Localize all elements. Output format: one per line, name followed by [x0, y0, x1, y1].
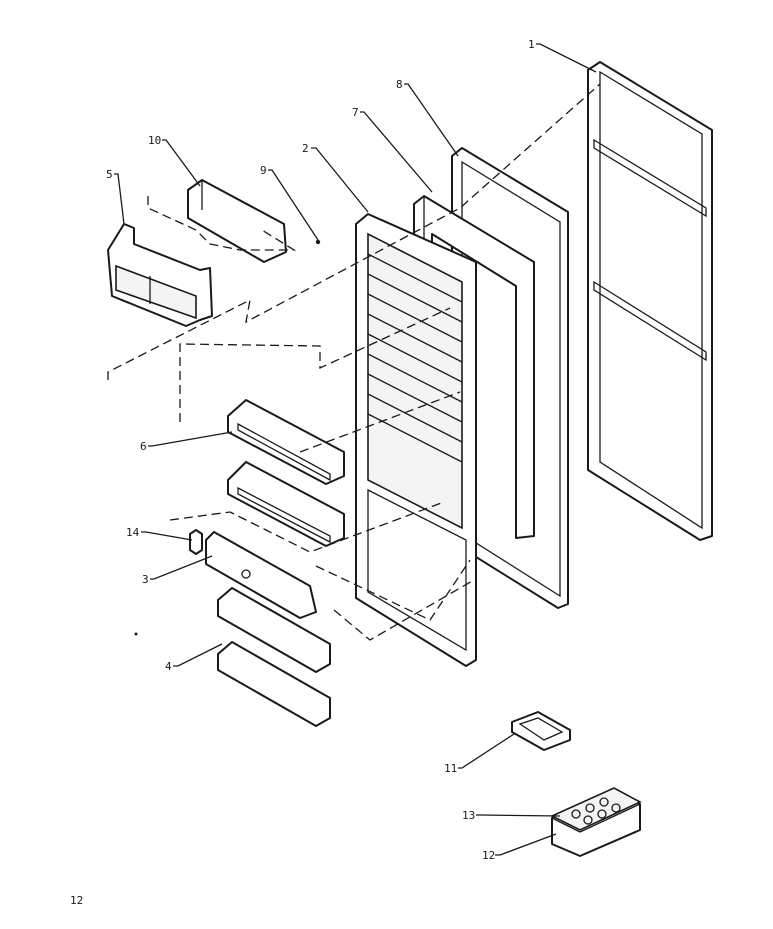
door-outer-panel — [587, 61, 713, 541]
shelf-retainer-bar — [205, 531, 317, 619]
screw-9 — [315, 239, 321, 245]
door-shelf-lower-1 — [217, 587, 331, 673]
callout-12: 12 — [482, 849, 495, 862]
callout-14: 14 — [126, 526, 140, 539]
door-shelf-middle — [227, 461, 345, 547]
shelf-cover — [187, 179, 287, 263]
callout-6: 6 — [140, 440, 147, 453]
callout-2: 2 — [302, 142, 309, 155]
stray-dot — [134, 632, 138, 636]
callout-9: 9 — [260, 164, 267, 177]
ice-cube-tray — [550, 787, 642, 831]
callout-7: 7 — [352, 106, 359, 119]
inner-door-liner — [355, 213, 477, 667]
leader-lines — [114, 43, 597, 856]
callout-13: 13 — [462, 809, 475, 822]
door-shelf-upper — [227, 399, 345, 485]
page-number: 12 — [70, 894, 83, 907]
callout-4: 4 — [165, 660, 172, 673]
ice-tray — [511, 711, 571, 751]
callout-8: 8 — [396, 78, 403, 91]
door-shelf-lower-2 — [217, 641, 331, 727]
callout-5: 5 — [106, 168, 113, 181]
retainer-clip — [189, 529, 203, 555]
dairy-compartment — [107, 223, 213, 327]
callout-11: 11 — [444, 762, 457, 775]
callout-10: 10 — [148, 134, 161, 147]
assembly-lines — [107, 83, 601, 641]
callout-3: 3 — [142, 573, 149, 586]
callout-1: 1 — [528, 38, 535, 51]
